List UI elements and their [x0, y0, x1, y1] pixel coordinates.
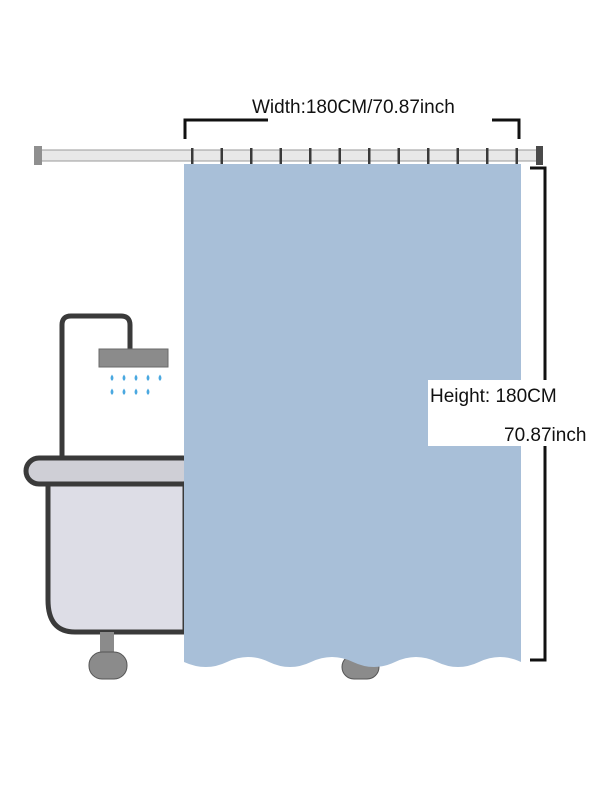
water-drop — [134, 388, 138, 395]
width-dimension: Width:180CM/70.87inch — [183, 97, 521, 139]
curtain-hook — [191, 148, 194, 166]
curtain-hooks — [191, 148, 518, 166]
bathtub-foot-left — [100, 632, 114, 654]
water-drop — [122, 374, 126, 381]
curtain-hook — [250, 148, 253, 166]
height-label-inch: 70.87inch — [504, 425, 586, 446]
water-drops — [110, 374, 162, 395]
curtain-hook — [397, 148, 400, 166]
height-label-bg — [428, 380, 574, 446]
rod-end-right — [536, 146, 543, 165]
height-dimension: Height: 180CM 70.87inch — [428, 166, 586, 662]
curtain-hook — [309, 148, 312, 166]
water-drop — [134, 374, 138, 381]
water-drop — [146, 388, 150, 395]
water-drop — [110, 388, 114, 395]
curtain-icon — [184, 164, 521, 667]
bathtub-foot-left-base — [88, 651, 128, 680]
curtain-rod — [34, 146, 543, 165]
curtain-hook — [338, 148, 341, 166]
water-drop — [158, 374, 162, 381]
shower-pipe — [59, 313, 133, 473]
height-label: Height: 180CM — [430, 386, 557, 407]
water-drop — [122, 388, 126, 395]
curtain-hook — [456, 148, 459, 166]
showerhead-icon — [98, 348, 169, 368]
bathtub-body — [45, 479, 188, 635]
water-drop — [146, 374, 150, 381]
width-label: Width:180CM/70.87inch — [252, 97, 455, 118]
curtain-hook — [486, 148, 489, 166]
water-drop — [110, 374, 114, 381]
bathtub-rim — [23, 455, 199, 487]
rod-end-left — [34, 146, 42, 165]
curtain-hook — [279, 148, 282, 166]
curtain-hook — [427, 148, 430, 166]
curtain-hook — [368, 148, 371, 166]
curtain-hook — [220, 148, 223, 166]
curtain-hook — [515, 148, 518, 166]
width-bracket — [183, 118, 521, 139]
